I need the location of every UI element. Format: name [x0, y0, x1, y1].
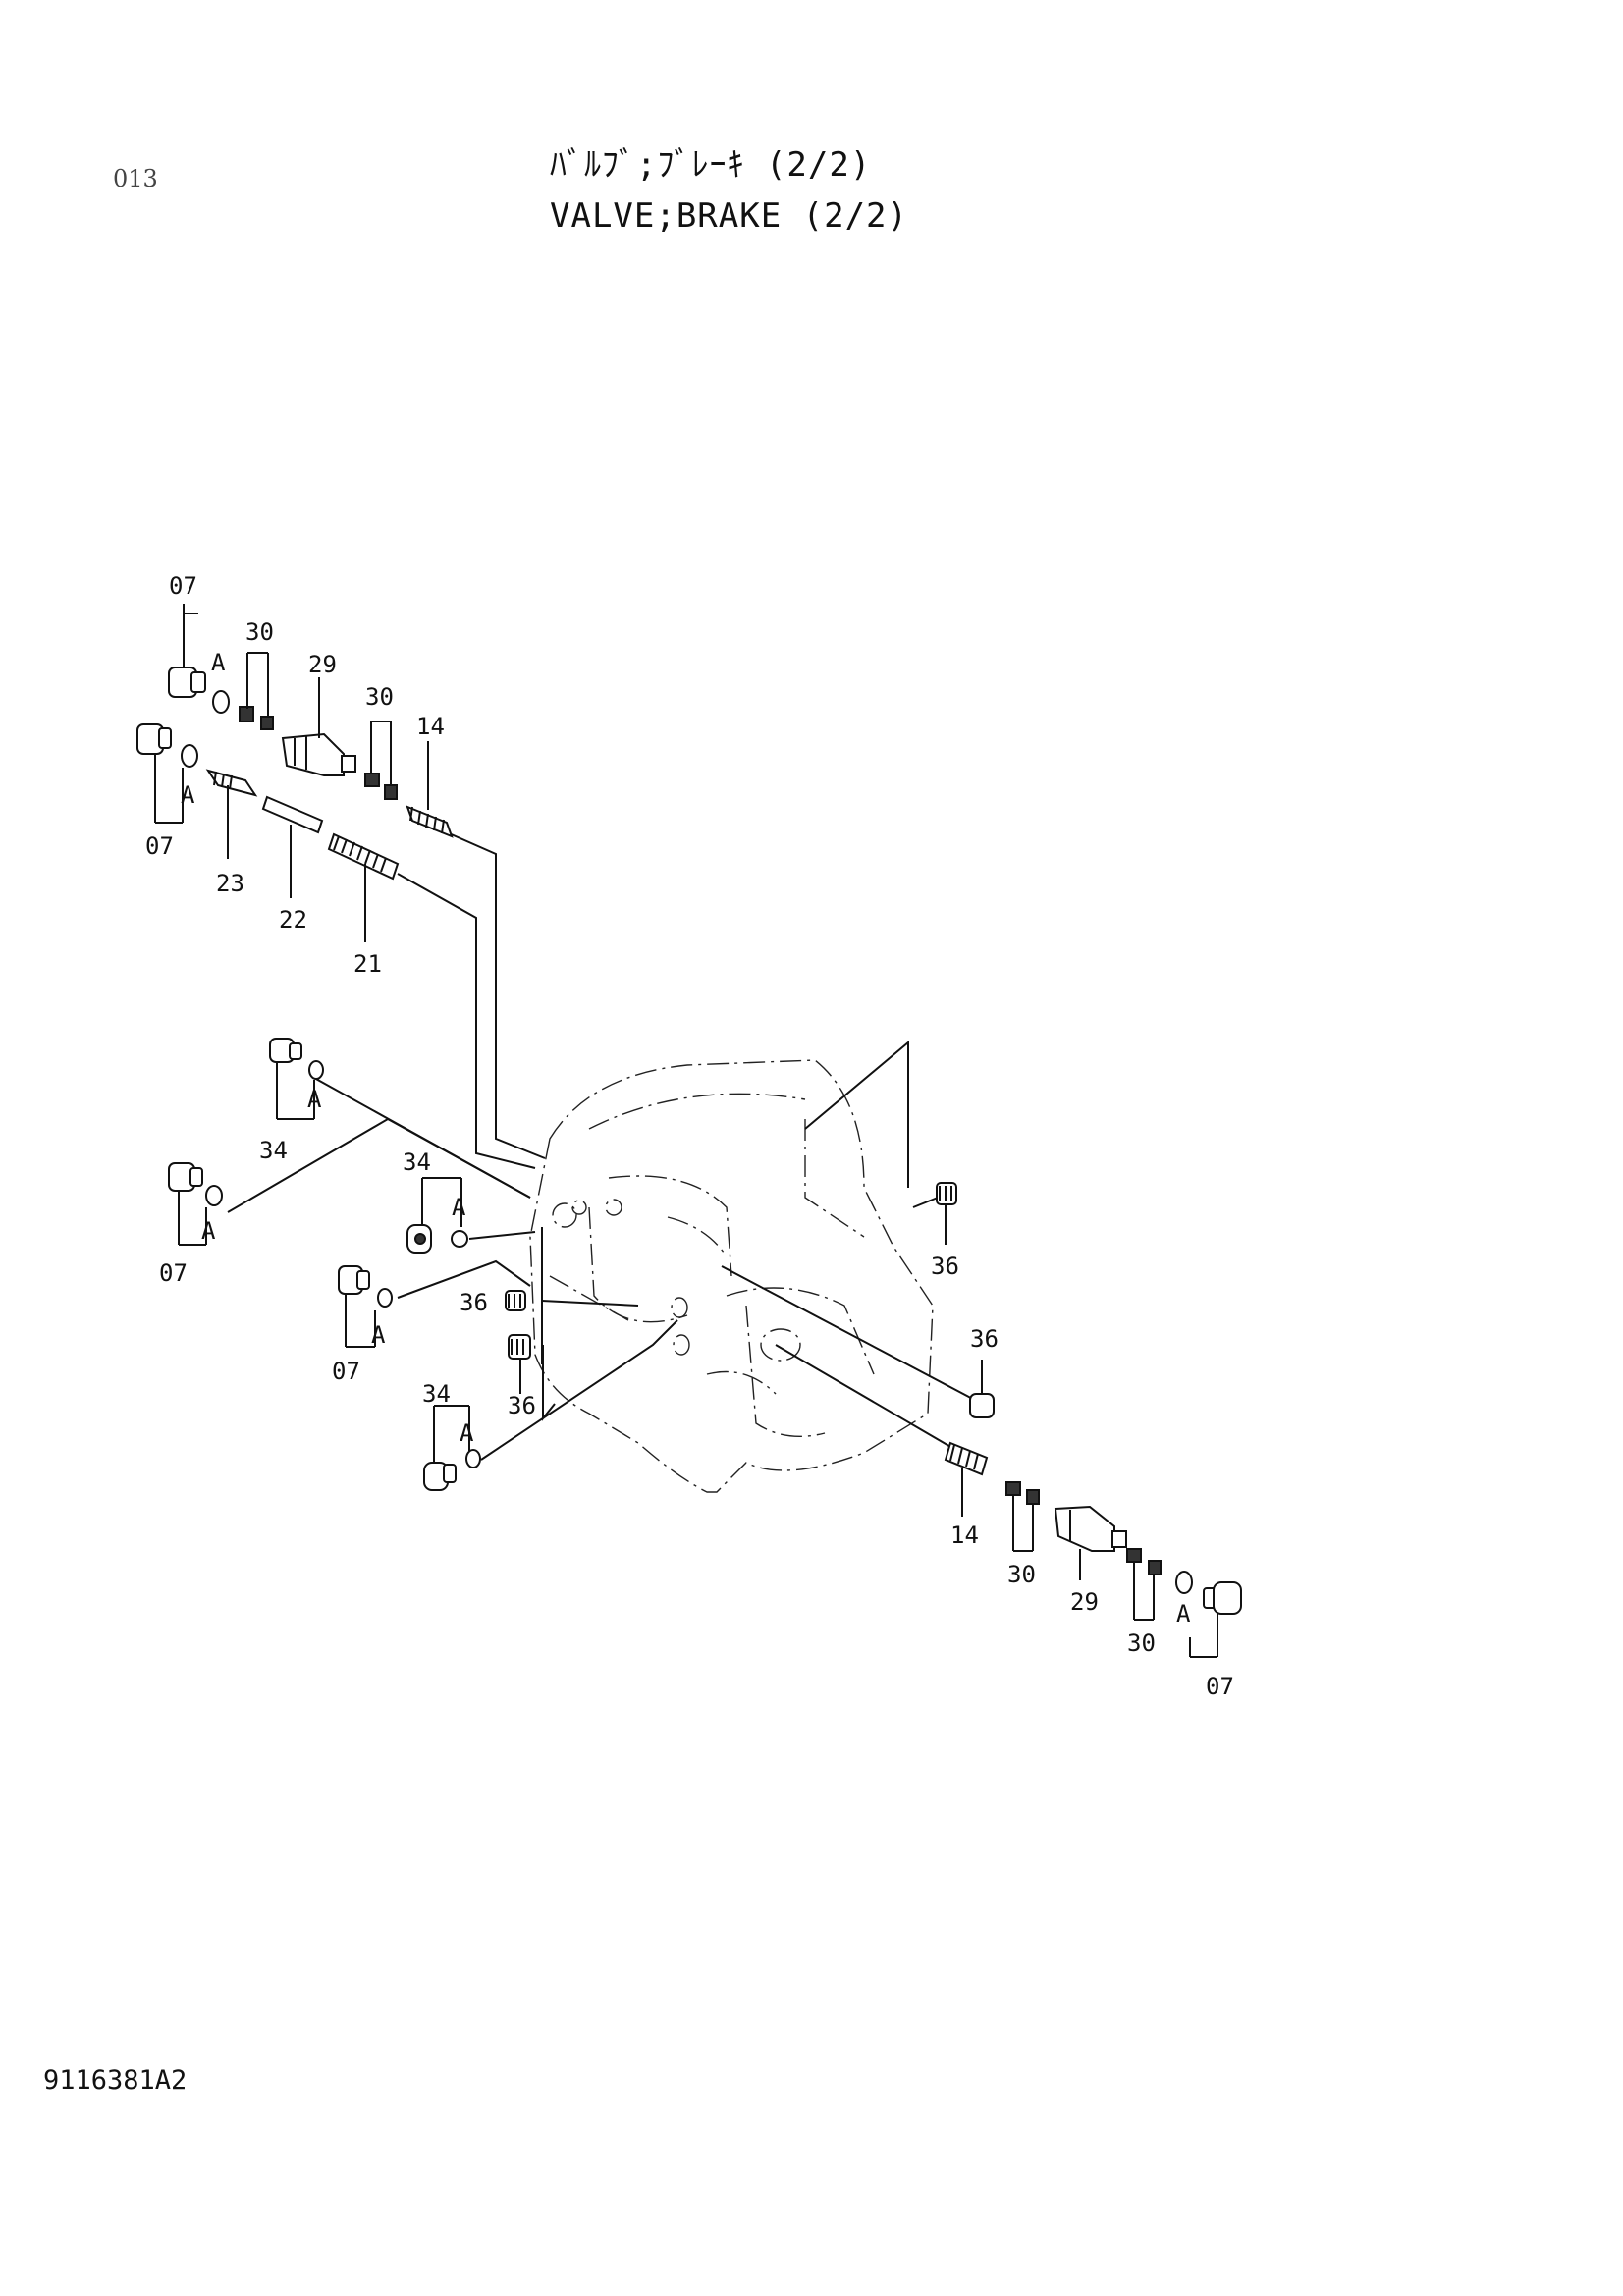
spring-14-lower: [944, 1441, 989, 1476]
ring-30e: [1005, 1481, 1021, 1496]
top-left-parts: [136, 604, 454, 942]
pin-22: [261, 795, 324, 834]
left-middle-parts: [168, 1038, 531, 1491]
plug-07-lower: [136, 723, 172, 755]
drawing-code: 9116381A2: [43, 2065, 188, 2096]
plug-36-upper-right: [936, 1182, 957, 1205]
label-34: 34: [403, 1148, 431, 1176]
plug-07-mid-left: [168, 1162, 203, 1192]
label-a: A: [181, 781, 195, 809]
poppet-23: [205, 769, 258, 797]
title-english: VALVE;BRAKE (2/2): [550, 196, 908, 236]
label-a: A: [1176, 1600, 1191, 1628]
ring-30h: [1148, 1560, 1162, 1575]
spring-14-upper: [406, 805, 454, 838]
ring-30a: [239, 706, 254, 722]
label-a: A: [452, 1194, 466, 1221]
spool-29-upper: [281, 732, 356, 776]
label-30: 30: [1127, 1629, 1156, 1657]
plug-07-upper: [168, 667, 206, 698]
label-a: A: [307, 1086, 322, 1113]
label-21: 21: [353, 950, 382, 978]
label-29: 29: [1070, 1588, 1099, 1616]
label-07: 07: [145, 832, 174, 860]
label-22: 22: [279, 906, 307, 934]
ring-30b: [260, 716, 274, 730]
plug-36-lower-left: [508, 1334, 531, 1360]
label-29: 29: [308, 651, 337, 678]
o-ring-a-upper: [212, 690, 230, 714]
spring-21: [327, 832, 400, 881]
spool-29-lower: [1054, 1505, 1127, 1552]
label-36: 36: [970, 1325, 999, 1353]
label-a: A: [371, 1321, 386, 1349]
label-23: 23: [216, 870, 244, 897]
label-30: 30: [365, 683, 394, 711]
o-ring-a-lower: [181, 744, 198, 768]
leader-lines: [227, 831, 983, 1461]
plug-07-right: [1203, 1581, 1242, 1615]
plug-36-right: [969, 1393, 995, 1418]
plug-34-upper: [269, 1038, 302, 1063]
plug-34-mid: [406, 1224, 432, 1254]
label-30: 30: [245, 618, 274, 646]
part-labels: 07 30 A 29 30 14 A 07 23 22 21 A 34 A 07…: [145, 572, 1234, 1700]
ring-30c: [364, 773, 380, 787]
title-japanese: ﾊﾞﾙﾌﾞ;ﾌﾞﾚｰｷ (2/2): [550, 145, 872, 185]
label-30: 30: [1007, 1561, 1036, 1588]
label-a: A: [460, 1419, 474, 1447]
o-ring-a-right: [1175, 1571, 1193, 1594]
page-code: 013: [113, 165, 158, 192]
ring-30f: [1026, 1489, 1040, 1505]
ring-30g: [1126, 1548, 1142, 1563]
label-14: 14: [416, 713, 445, 740]
label-07: 07: [169, 572, 197, 600]
right-side-parts: [936, 1182, 1242, 1658]
label-14: 14: [950, 1522, 979, 1549]
valve-housing: [529, 1059, 934, 1493]
label-36: 36: [931, 1253, 959, 1280]
label-a: A: [201, 1217, 216, 1245]
label-07: 07: [159, 1259, 188, 1287]
label-34: 34: [259, 1137, 288, 1164]
plug-34-lower: [423, 1462, 457, 1491]
ring-30d: [384, 784, 398, 800]
label-34: 34: [422, 1380, 451, 1408]
label-a: A: [211, 649, 226, 676]
plug-36-left: [505, 1290, 526, 1311]
label-36: 36: [460, 1289, 488, 1316]
label-07: 07: [332, 1358, 360, 1385]
label-36: 36: [508, 1392, 536, 1419]
plug-07-mid: [338, 1265, 370, 1295]
label-07: 07: [1206, 1673, 1234, 1700]
